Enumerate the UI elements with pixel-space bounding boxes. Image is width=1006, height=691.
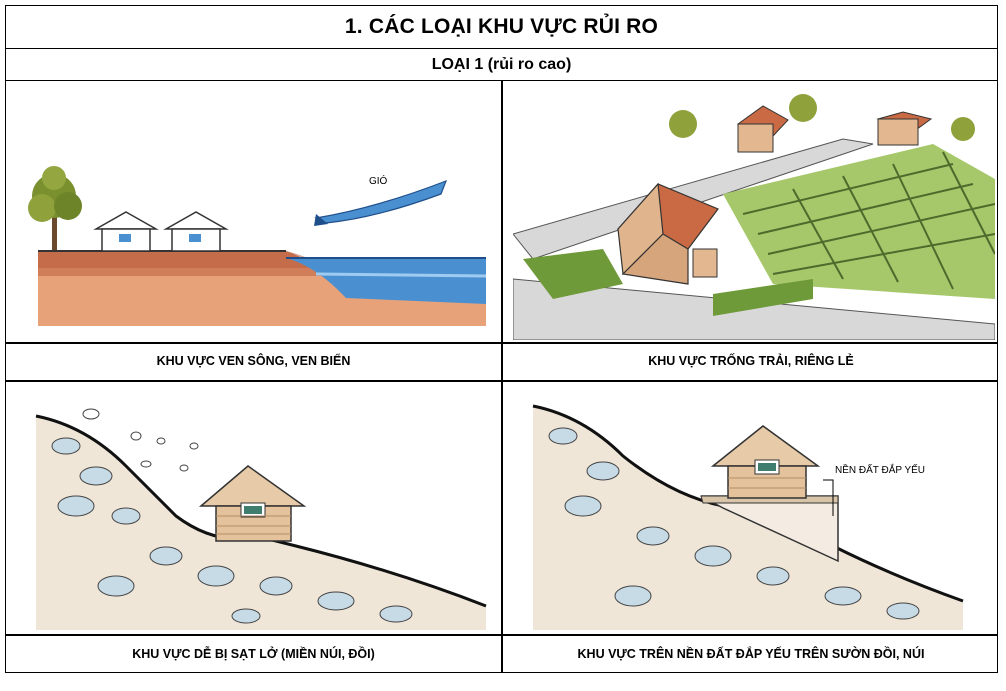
row-divider xyxy=(6,634,997,636)
panel-caption: KHU VỰC DỄ BỊ SẠT LỞ (MIỀN NÚI, ĐỒI) xyxy=(132,647,375,661)
wind-label: GIÓ xyxy=(369,174,388,187)
risk-area-table: 1. CÁC LOẠI KHU VỰC RỦI RO LOẠI 1 (rủi r… xyxy=(5,5,998,673)
illustration-riverbank: GIÓ xyxy=(28,166,486,326)
title-row: 1. CÁC LOẠI KHU VỰC RỦI RO xyxy=(6,6,997,49)
column-divider xyxy=(501,81,503,672)
illustration-weak-fill: NỀN ĐẤT ĐẮP YẾU xyxy=(532,404,964,630)
page-title: 1. CÁC LOẠI KHU VỰC RỦI RO xyxy=(344,15,659,38)
weak-fill-label: NỀN ĐẤT ĐẮP YẾU xyxy=(835,463,925,476)
illustration-landslide xyxy=(35,408,487,630)
page-subtitle: LOẠI 1 (rủi ro cao) xyxy=(431,55,572,73)
illustration-open-field xyxy=(513,94,995,340)
subtitle-row: LOẠI 1 (rủi ro cao) xyxy=(6,49,997,81)
panel-caption: KHU VỰC VEN SÔNG, VEN BIỂN xyxy=(156,354,351,368)
panel-caption: KHU VỰC TRỐNG TRẢI, RIÊNG LẺ xyxy=(648,354,854,368)
panel-caption: KHU VỰC TRÊN NỀN ĐẤT ĐẮP YẾU TRÊN SƯỜN Đ… xyxy=(577,647,925,661)
row-divider xyxy=(6,342,997,344)
row-divider xyxy=(6,380,997,382)
